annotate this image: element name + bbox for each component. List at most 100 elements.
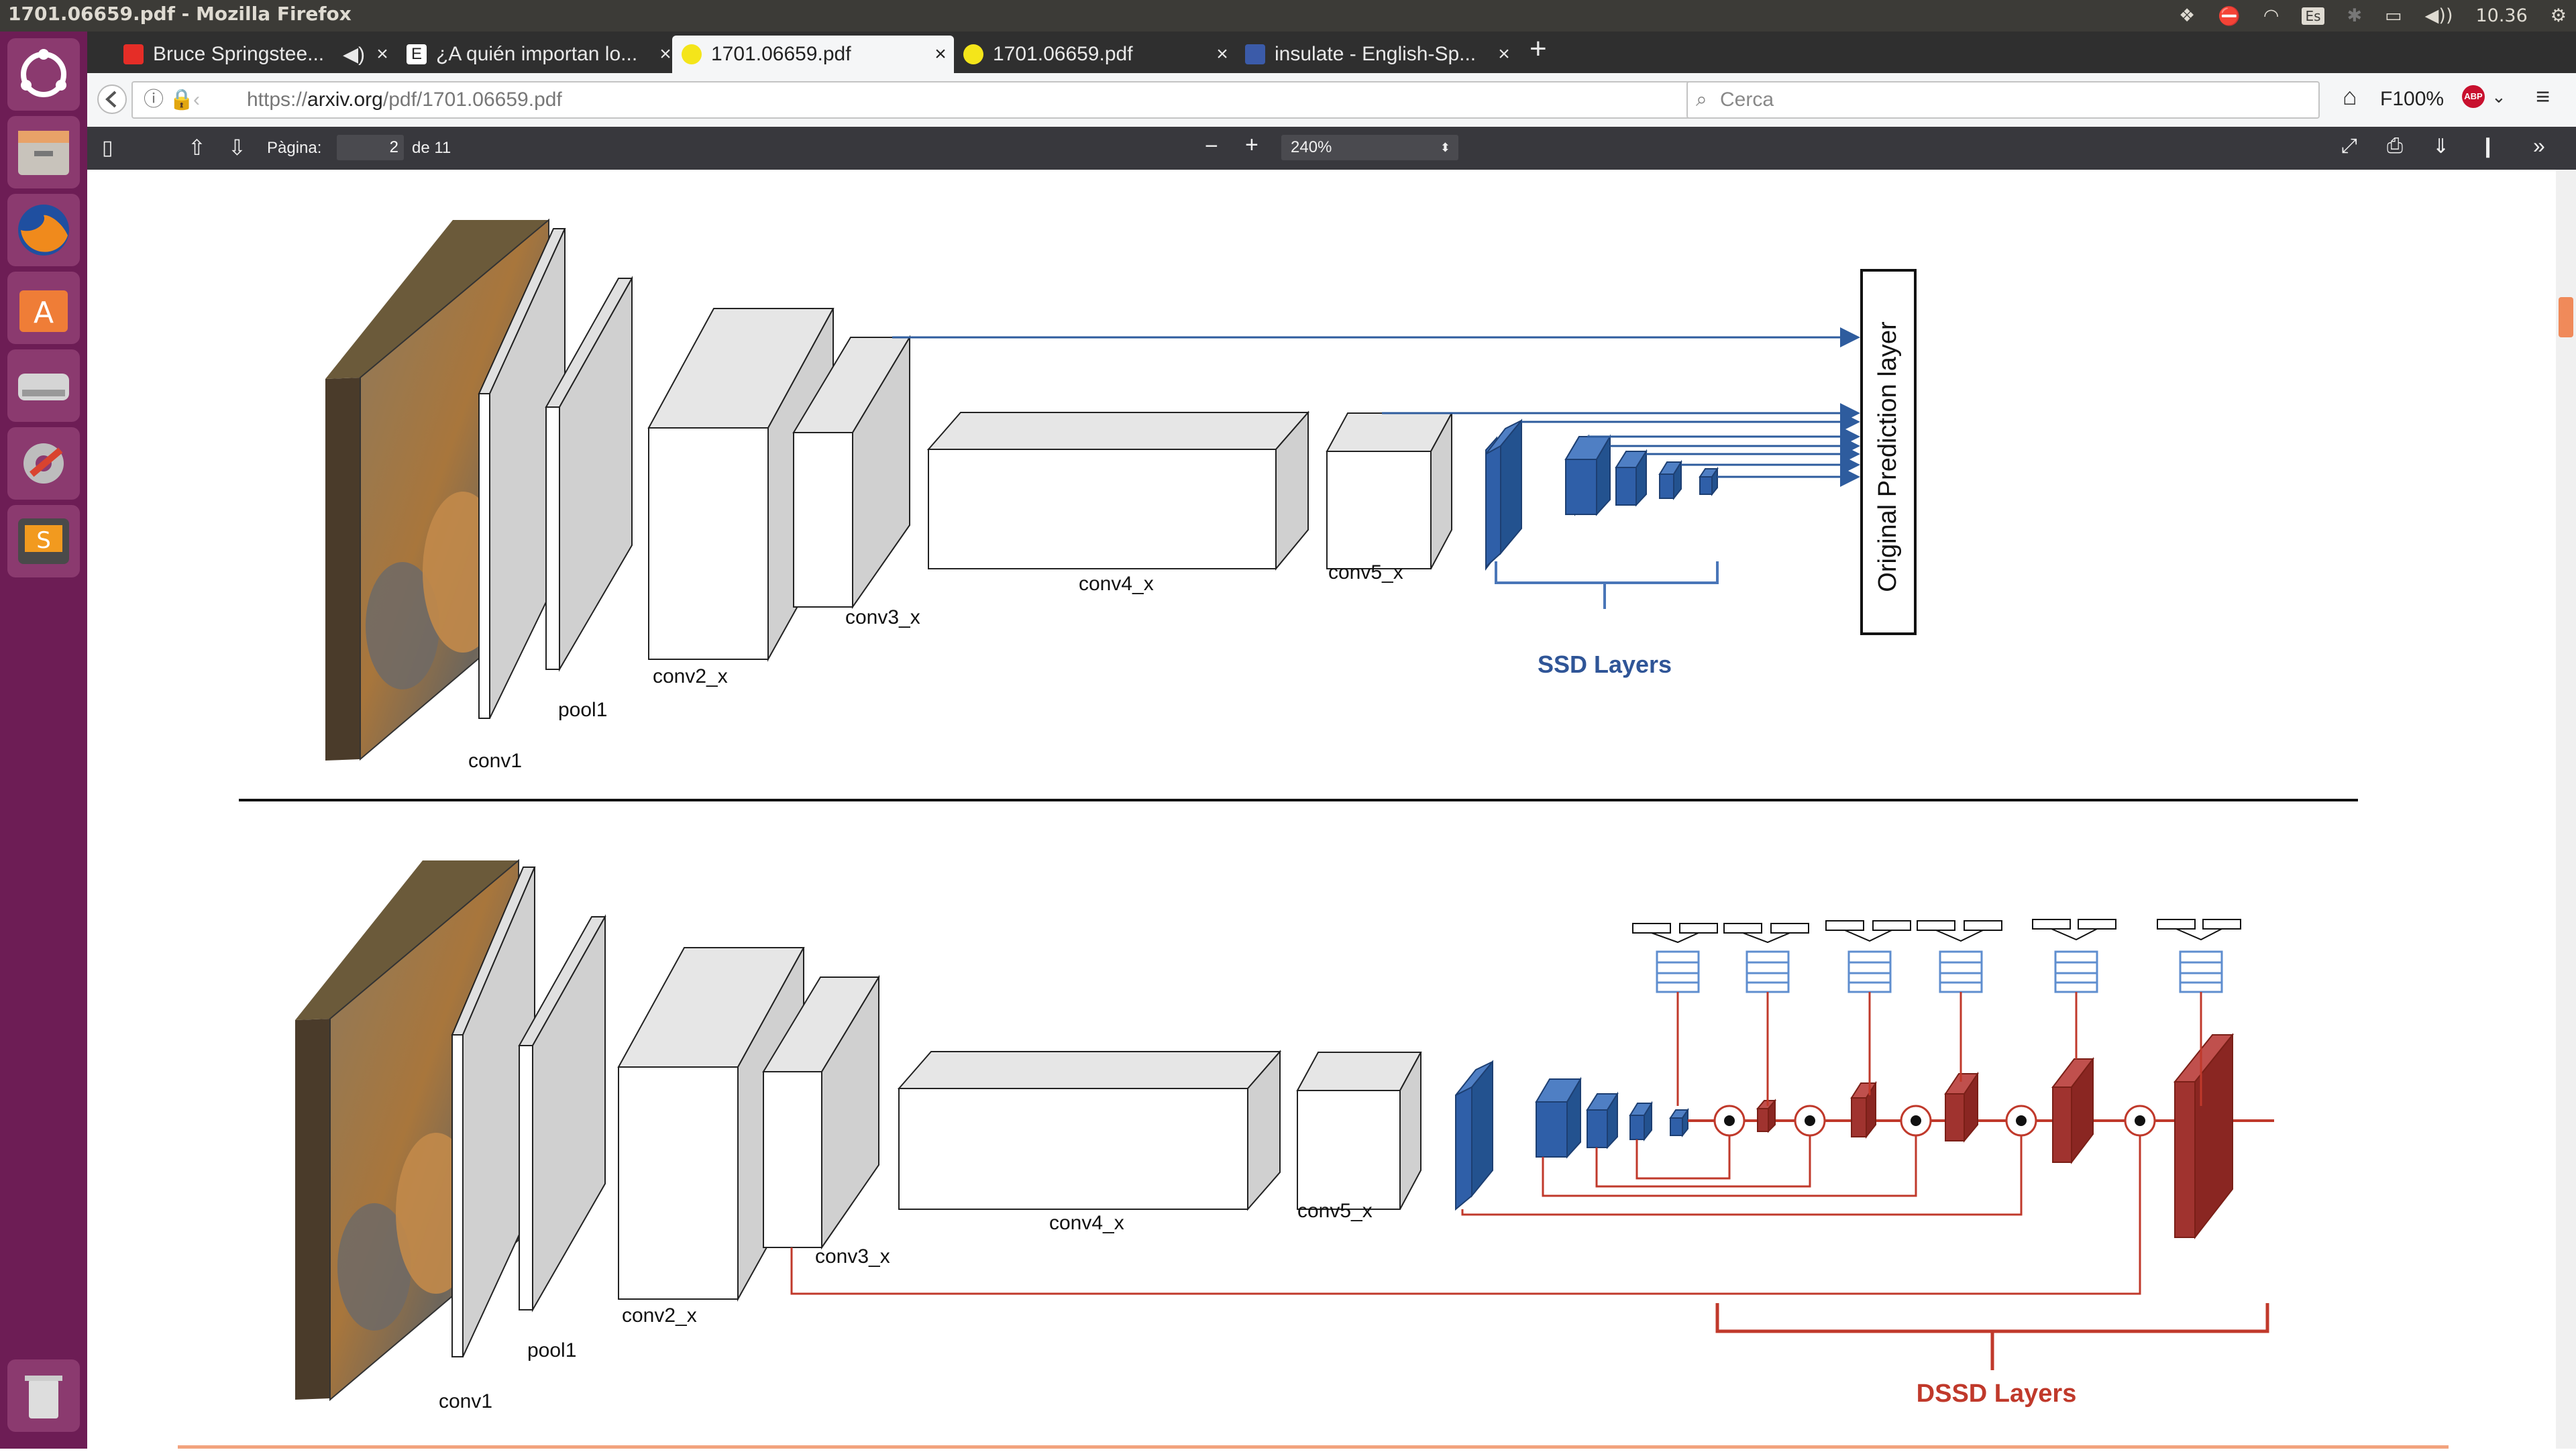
tab-bruce[interactable]: Bruce Springstee... ◀) × [114,36,396,73]
trash-icon[interactable] [7,1359,80,1432]
select-arrow-icon: ⬍ [1440,141,1450,154]
zoom-out-icon[interactable]: − [1205,133,1218,159]
next-page-icon[interactable]: ⇩ [228,135,246,160]
svg-text:A: A [34,296,54,330]
menu-icon[interactable]: ≡ [2536,82,2551,110]
block-icon[interactable]: ⛔ [2218,5,2241,27]
tab-label: Bruce Springstee... [153,43,325,65]
search-icon: ⌕ [1696,89,1707,111]
smiley-icon [963,44,983,64]
volume-icon[interactable]: ◀)) [2424,5,2453,26]
tab-label: ¿A quién importan lo... [436,43,638,65]
zoom-value: 240% [1291,138,1332,156]
tab-pdf[interactable]: 1701.06659.pdf × [954,36,1236,73]
label-conv1: conv1 [468,750,522,772]
chevron-down-icon[interactable]: ⌄ [2491,87,2506,107]
zoom-select[interactable]: 240% ⬍ [1281,135,1458,160]
prediction-layer-label: Original Prediction layer [1874,321,1902,592]
keyboard-indicator[interactable]: Es [2302,7,2324,25]
label-pool1: pool1 [527,1339,576,1361]
lock-icon: 🔒 [169,89,195,111]
print-icon[interactable]: ⎙ [2387,135,2403,157]
navigation-bar: ⓘ 🔒 ‹ https://arxiv.org/pdf/1701.06659.p… [87,73,2576,128]
scrollbar-thumb[interactable] [2559,297,2573,337]
zoom-indicator[interactable]: F100% [2380,88,2445,110]
gear-icon[interactable]: ⚙ [2550,5,2567,26]
url-text[interactable]: https://arxiv.org/pdf/1701.06659.pdf [247,89,562,111]
info-icon[interactable]: ⓘ [144,89,164,111]
label-conv4: conv4_x [1079,573,1154,595]
dssd-blue-blocks [1455,1060,1689,1211]
clock[interactable]: 10.36 [2475,5,2528,26]
ssd-layers-label: SSD Layers [1538,651,1672,678]
ssd-diagram: Original Prediction layer conv1 pool1 co… [325,218,1917,772]
close-icon[interactable]: × [659,43,672,65]
bookmark-icon[interactable]: ❙ [2479,135,2497,158]
label-conv2: conv2_x [653,665,728,687]
smiley-icon [682,44,702,64]
tab-label: 1701.06659.pdf [711,43,851,65]
tab-strip: Bruce Springstee... ◀) × E ¿A quién impo… [87,32,2576,73]
dssd-red-blocks [1756,1033,2235,1239]
label-conv1: conv1 [439,1390,492,1412]
new-tab-button[interactable]: + [1529,32,1547,65]
sublime-text-icon[interactable]: S [7,505,80,577]
page-count: de 11 [412,139,451,157]
label-conv3: conv3_x [845,606,920,628]
battery-icon[interactable]: ▭ [2385,5,2402,26]
close-icon[interactable]: × [934,43,947,65]
software-center-icon[interactable]: A [7,272,80,344]
prediction-modules [1632,919,2241,1106]
window-title: 1701.06659.pdf - Mozilla Firefox [8,3,352,25]
system-tray: ❖ ⛔ ◠ Es ✱ ▭ ◀)) 10.36 ⚙ [2179,0,2567,32]
tab-label: insulate - English-Sp... [1275,43,1477,65]
ubuntu-dash-icon[interactable] [7,38,80,111]
launcher: A S [0,32,87,1449]
dropbox-icon[interactable]: ❖ [2179,5,2196,26]
ssd-brace [1495,561,1719,609]
settings-icon[interactable] [7,427,80,500]
search-input[interactable]: ⌕ Cerca [1686,81,2320,119]
firefox-icon[interactable] [7,194,80,266]
wifi-icon[interactable]: ◠ [2263,5,2279,26]
files-icon[interactable] [7,116,80,188]
label-conv2: conv2_x [622,1304,697,1327]
presentation-icon[interactable]: ⤢ [2341,135,2357,157]
close-icon[interactable]: × [376,43,388,65]
figure-diagram: Original Prediction layer conv1 pool1 co… [239,218,2358,1412]
label-conv4: conv4_x [1049,1212,1124,1234]
previous-page-icon[interactable]: ⇧ [188,135,206,160]
home-icon[interactable]: ⌂ [2343,82,2357,110]
close-icon[interactable]: × [1498,43,1510,65]
e-icon: E [407,44,427,64]
pdf-toolbar: ▯ ⇧ ⇩ Pàgina: 2 de 11 − + 240% ⬍ ⤢ ⎙ ⇓ ❙… [87,127,2576,170]
search-placeholder: Cerca [1720,89,1774,111]
audio-icon[interactable]: ◀) [342,43,365,66]
page-edge [178,1445,2449,1449]
disk-icon[interactable] [7,349,80,422]
svg-text:S: S [36,527,51,554]
bluetooth-icon[interactable]: ✱ [2347,5,2363,26]
label-conv5: conv5_x [1328,561,1403,583]
download-icon[interactable]: ⇓ [2432,135,2450,158]
tab-insulate[interactable]: insulate - English-Sp... × [1236,36,1517,73]
system-top-bar: 1701.06659.pdf - Mozilla Firefox ❖ ⛔ ◠ E… [0,0,2576,32]
back-icon[interactable] [97,84,127,115]
tools-icon[interactable]: » [2533,133,2545,158]
pdf-page: Original Prediction layer conv1 pool1 co… [87,170,2556,1449]
close-icon[interactable]: × [1216,43,1228,65]
ssd-blocks [1485,418,1719,571]
tab-label: 1701.06659.pdf [993,43,1133,65]
wordref-icon [1245,44,1265,64]
label-pool1: pool1 [558,699,607,721]
url-bar[interactable]: ⓘ 🔒 ‹ https://arxiv.org/pdf/1701.06659.p… [131,81,1724,119]
page-number-input[interactable]: 2 [337,135,404,160]
tab-aquien[interactable]: E ¿A quién importan lo... × [397,36,679,73]
scrollbar[interactable] [2556,170,2576,1449]
tab-pdf-active[interactable]: 1701.06659.pdf × [672,36,954,73]
adblock-icon[interactable]: ABP [2462,85,2485,108]
zoom-in-icon[interactable]: + [1245,132,1258,158]
dssd-diagram: conv1 pool1 conv2_x conv3_x conv4_x conv… [295,858,2274,1412]
page-label: Pàgina: [267,139,322,157]
sidebar-toggle-icon[interactable]: ▯ [102,137,113,159]
